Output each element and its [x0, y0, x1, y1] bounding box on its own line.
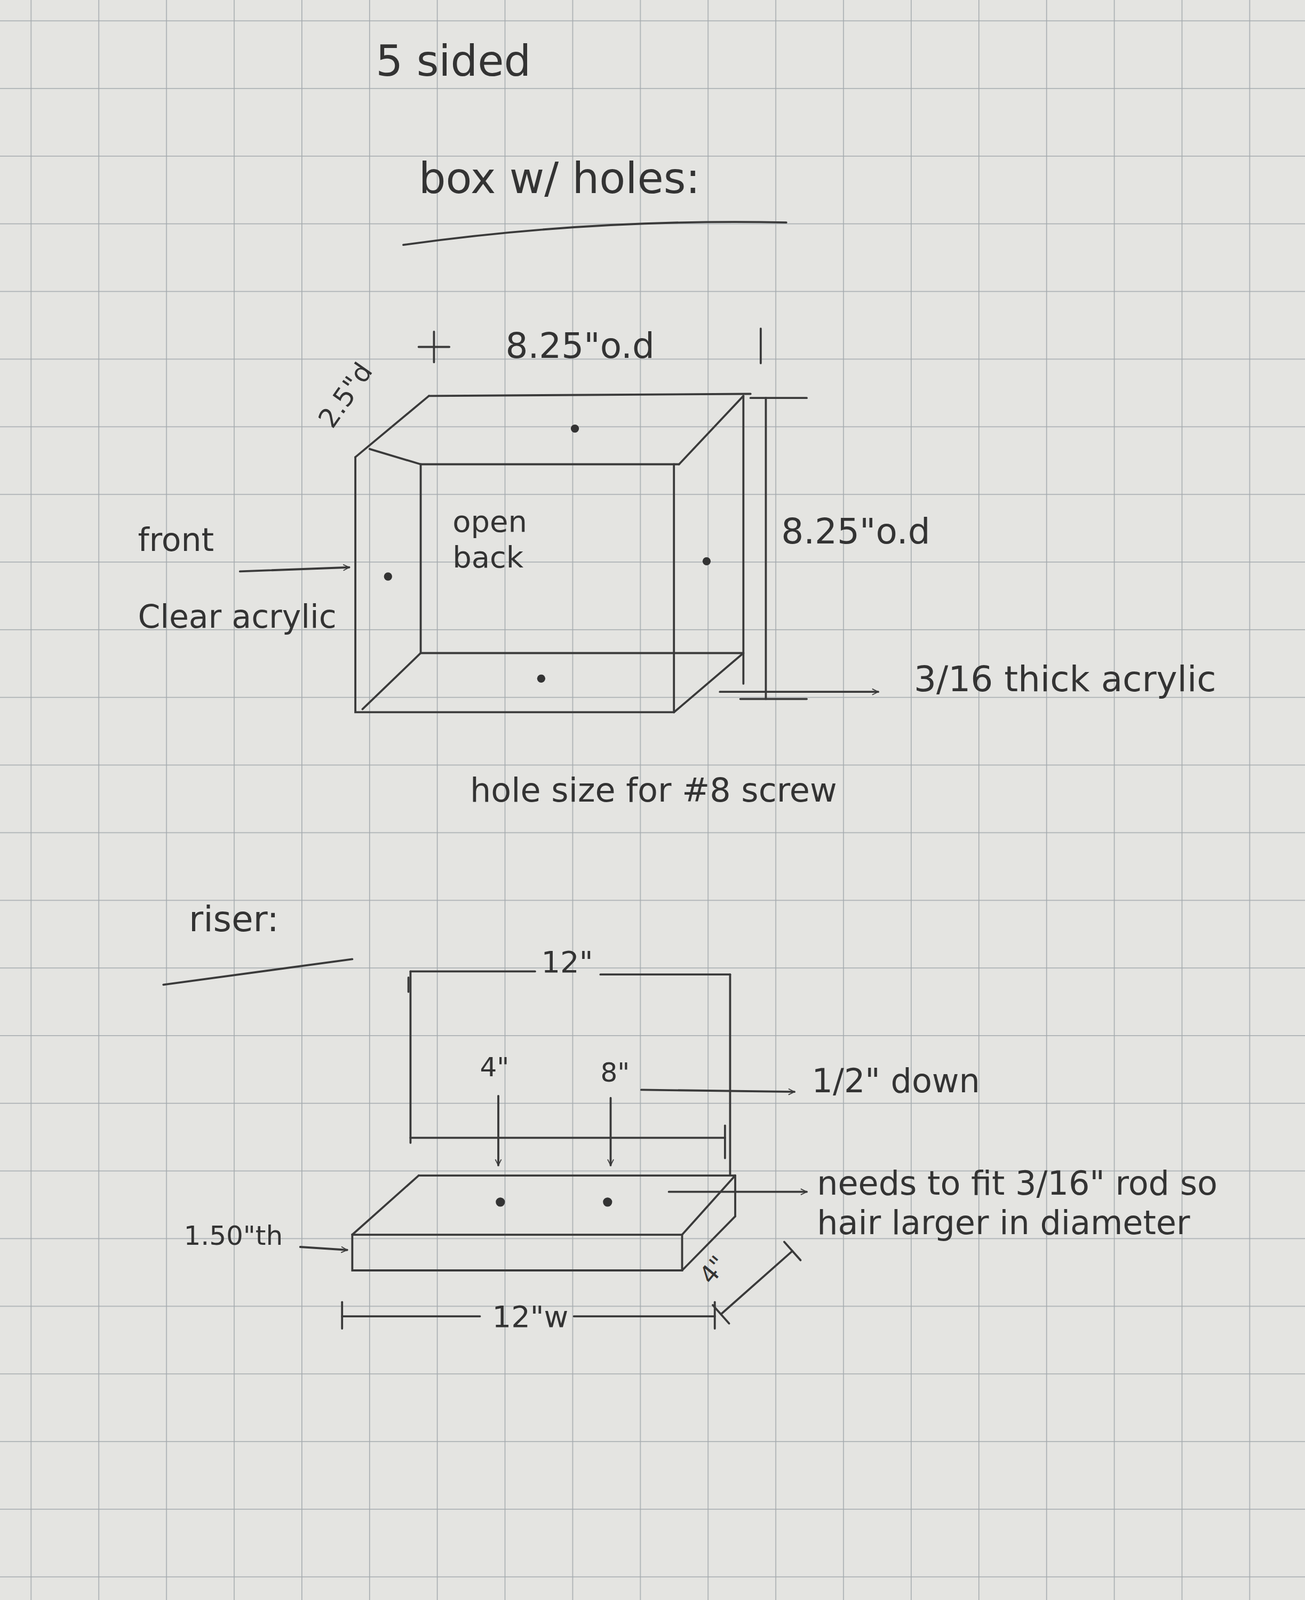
hole-dots [384, 424, 711, 1208]
callout-label: front [137, 520, 214, 560]
box-outline [420, 464, 744, 654]
dimension-label: 8" [600, 1056, 630, 1089]
dimension-label: 8.25"o.d [505, 324, 655, 368]
box-outline [672, 464, 675, 713]
leader-arrow [669, 1191, 807, 1194]
riser-outline [734, 1175, 737, 1217]
dimension-label: 12"w [492, 1299, 569, 1335]
riser-dimension-marks [712, 1305, 730, 1324]
box-outline [355, 394, 751, 713]
title-underline [403, 221, 787, 245]
hole-dots [702, 557, 711, 566]
riser-outline [418, 1174, 736, 1177]
dimension-label: 12" [540, 944, 593, 981]
box-outline [679, 395, 744, 465]
riser-dimension-marks [340, 1302, 344, 1330]
section-heading: riser: [188, 898, 280, 941]
box-outline [742, 395, 745, 684]
callout-label: Clear acrylic [137, 597, 342, 636]
box-outline [673, 653, 744, 713]
leader-arrow [719, 690, 879, 694]
pencil-lines [163, 221, 879, 1330]
title-text: 5 sided [375, 35, 531, 87]
box-dimension-marks [418, 331, 450, 363]
box-dimension-marks [750, 396, 807, 400]
box-outline [369, 449, 421, 465]
riser-outline [410, 1136, 725, 1140]
leader-arrow [240, 567, 350, 572]
box-outline [355, 395, 429, 458]
material-note: 3/16 thick acrylic [913, 658, 1252, 701]
riser-outline [352, 1235, 682, 1271]
riser-outline [723, 1125, 727, 1159]
hole-dots [570, 424, 579, 433]
riser-outline [729, 974, 732, 1176]
dimension-label: 4" [480, 1051, 510, 1084]
box-dimension-marks [759, 328, 762, 364]
leader-arrow [641, 1089, 795, 1093]
hole-dots [495, 1197, 505, 1207]
riser-dimension-marks [341, 1242, 801, 1330]
box-outline [420, 463, 680, 466]
box-outline [362, 653, 421, 710]
riser-outline [410, 971, 535, 974]
box-dimension-marks [765, 398, 768, 699]
box-dimension-marks [418, 328, 807, 700]
leader-arrow [300, 1247, 348, 1251]
fit-note: needs to fit 3/16" rod so hair larger in… [816, 1164, 1287, 1244]
riser-outline [407, 977, 410, 993]
node-text: open back [452, 503, 600, 576]
riser-dimension-marks [720, 1251, 793, 1316]
hole-dots [602, 1197, 612, 1207]
leader-arrow [609, 1098, 612, 1166]
dimension-label: 1.50"th [184, 1220, 284, 1253]
hole-dots [537, 674, 546, 683]
hole-dots [384, 572, 393, 581]
riser-outline [352, 971, 736, 1271]
riser-underline [163, 959, 353, 985]
leader-arrow [497, 1096, 500, 1166]
dimension-label: 1/2" down [812, 1061, 981, 1102]
riser-dimension-marks [341, 1315, 480, 1318]
riser-outline [600, 973, 730, 976]
riser-dimension-marks [574, 1315, 715, 1318]
riser-outline [409, 971, 412, 1143]
box-outline [355, 457, 674, 713]
box-outline [428, 394, 751, 397]
open-side-label-box: open back [449, 500, 603, 582]
title-text: box w/ holes: [418, 153, 701, 205]
riser-dimension-marks [784, 1242, 801, 1261]
dimension-label: 8.25"o.d [781, 510, 930, 553]
hole-note: hole size for #8 screw [459, 770, 848, 811]
riser-outline [352, 1175, 419, 1236]
box-dimension-marks [740, 698, 807, 701]
